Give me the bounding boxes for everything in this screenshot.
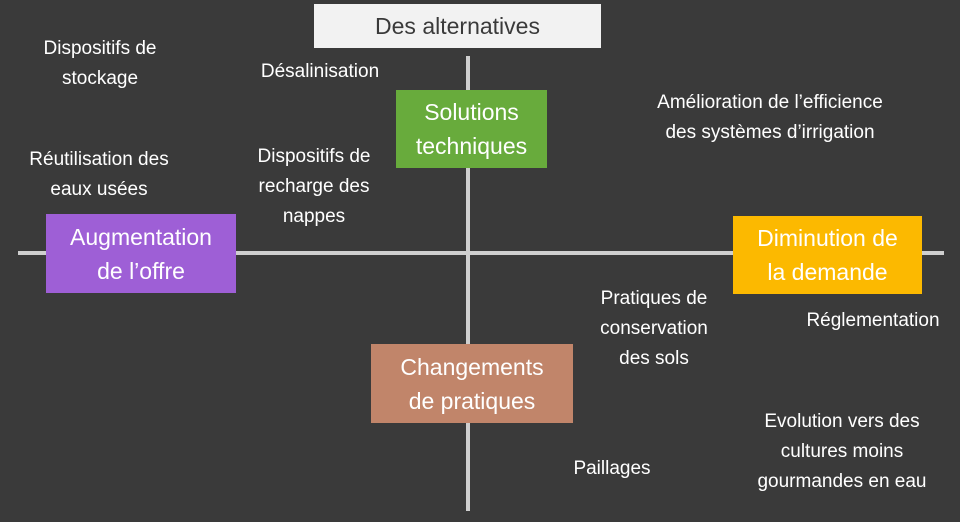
practice-changes-line-2: de pratiques — [408, 387, 536, 414]
item-reglementation-line-1: Réglementation — [806, 310, 940, 331]
demand-decrease-box: Diminution de la demande — [733, 216, 922, 294]
item-recharge: Dispositifs de recharge des nappes — [236, 142, 392, 232]
item-conservation-line-1: Pratiques de — [600, 288, 708, 309]
diagram-title: Des alternatives — [314, 4, 601, 48]
horizontal-axis — [18, 251, 944, 255]
item-cultures-line-2: cultures moins — [780, 441, 904, 462]
technical-solutions-box: Solutions techniques — [396, 90, 547, 168]
item-stockage-line-1: Dispositifs de — [43, 38, 157, 59]
item-conservation-line-2: conservation — [600, 318, 708, 339]
offer-increase-line-1: Augmentation — [70, 223, 212, 250]
offer-increase-box: Augmentation de l’offre — [46, 214, 236, 293]
item-reutilisation-line-1: Réutilisation des — [29, 149, 169, 170]
item-recharge-line-1: Dispositifs de — [257, 146, 371, 167]
item-conservation-line-3: des sols — [619, 348, 689, 369]
item-efficience-line-1: Amélioration de l’efficience — [657, 92, 883, 113]
technical-solutions-line-2: techniques — [415, 133, 528, 159]
demand-decrease-line-1: Diminution de — [757, 225, 898, 251]
item-cultures-line-1: Evolution vers des — [764, 411, 920, 432]
technical-solutions-line-1: Solutions — [424, 99, 519, 125]
item-recharge-line-3: nappes — [282, 206, 346, 227]
item-reutilisation-line-2: eaux usées — [50, 179, 148, 200]
item-efficience: Amélioration de l’efficience des système… — [610, 88, 930, 148]
vertical-axis — [466, 56, 470, 511]
item-paillages-line-1: Paillages — [573, 458, 651, 479]
item-stockage-line-2: stockage — [61, 68, 139, 89]
practice-changes-line-1: Changements — [400, 353, 544, 380]
item-efficience-line-2: des systèmes d’irrigation — [665, 122, 875, 143]
item-reutilisation: Réutilisation des eaux usées — [4, 145, 194, 205]
item-cultures: Evolution vers des cultures moins gourma… — [734, 407, 950, 497]
item-recharge-line-2: recharge des — [258, 176, 370, 197]
item-cultures-line-3: gourmandes en eau — [757, 471, 927, 492]
demand-decrease-line-2: la demande — [767, 259, 888, 285]
item-desalinisation-line-1: Désalinisation — [260, 61, 380, 82]
offer-increase-line-2: de l’offre — [97, 257, 185, 284]
item-reglementation: Réglementation — [786, 306, 960, 336]
item-desalinisation: Désalinisation — [240, 57, 400, 87]
item-stockage: Dispositifs de stockage — [10, 34, 190, 94]
item-paillages: Paillages — [552, 454, 672, 484]
practice-changes-box: Changements de pratiques — [371, 344, 573, 423]
item-conservation: Pratiques de conservation des sols — [574, 284, 734, 374]
